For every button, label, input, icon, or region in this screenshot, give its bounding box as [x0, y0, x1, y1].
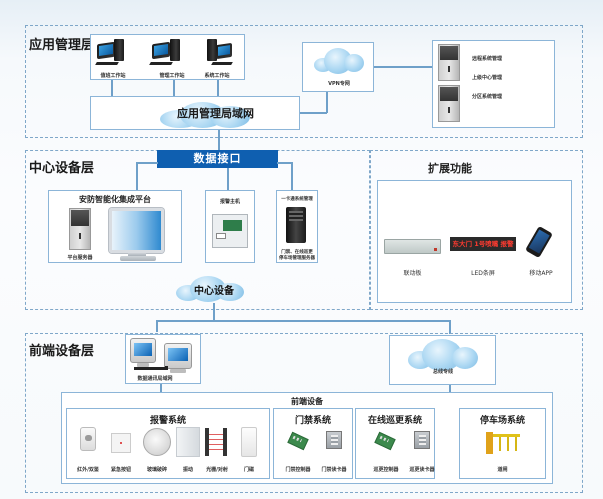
connector-line: [136, 162, 158, 164]
extension-layer: [370, 150, 583, 310]
keyboard-icon: [211, 62, 233, 65]
linkage-board-icon: [384, 239, 441, 254]
pir-sensor-icon: [80, 427, 96, 451]
card-management-title: 一卡通系统管理: [281, 197, 313, 202]
door-magnet-icon: [241, 427, 257, 457]
glass-break-icon: [143, 428, 171, 456]
alarm-device-label: 振动: [182, 467, 193, 473]
access-control-system-title: 门禁系统: [294, 416, 331, 426]
lan-cloud-icon: [160, 100, 260, 130]
card-server-icon: [286, 207, 306, 243]
connector-line: [136, 162, 138, 190]
workstation-label: 值班工作站: [100, 73, 126, 79]
computer-base: [137, 363, 149, 367]
platform-title: 安防智能化集成平台: [79, 195, 151, 204]
connector-line: [156, 320, 450, 322]
connector-line: [326, 92, 328, 113]
vpn-label: VPN专网: [328, 81, 350, 87]
extension-item-label: 联动板: [403, 270, 422, 277]
extension-item-label: LED条屏: [471, 270, 495, 277]
barrier-gate-icon: [486, 432, 520, 454]
frontend-layer-title: 前端设备层: [29, 344, 95, 359]
connector-line: [156, 320, 158, 332]
connector-line: [173, 80, 175, 96]
connector-line: [449, 385, 451, 392]
network-cable: [134, 366, 168, 370]
alarm-panel-icon: [212, 214, 248, 248]
connector-line: [213, 303, 215, 320]
extension-title: 扩展功能: [428, 162, 472, 175]
data-interface-bar[interactable]: 数据接口: [157, 150, 278, 168]
platform-server-label: 平台服务器: [67, 255, 93, 261]
bus-cloud-icon: [408, 337, 478, 373]
center-cloud-label: 中心设备: [194, 286, 234, 297]
card-reader-icon: [414, 431, 430, 449]
card-reader-icon: [326, 431, 342, 449]
frontend-layer: [25, 333, 583, 493]
connector-line: [291, 162, 293, 190]
workstation-label: 系统工作站: [204, 73, 230, 79]
remote-server-label: 远程系统管理: [472, 56, 503, 62]
alarm-system-title: 报警系统: [149, 416, 186, 426]
connector-line: [227, 168, 229, 190]
connector-line: [217, 80, 219, 96]
center-equipment-layer-title: 中心设备层: [29, 161, 95, 176]
server-icon: [438, 44, 460, 81]
computer-base: [170, 369, 186, 373]
patrol-device-label: 巡更读卡器: [409, 467, 435, 473]
card-management-desc: 停车场管理服务器: [279, 256, 315, 261]
card-management-desc: 门禁、在线巡更: [281, 250, 313, 255]
remote-server-label: 上级中心管理: [472, 75, 503, 81]
keyboard-icon: [149, 62, 173, 65]
server-icon: [438, 85, 460, 122]
alarm-device-label: 玻璃破碎: [146, 467, 167, 473]
connector-line: [111, 80, 113, 96]
alarm-device-label: 门磁: [243, 467, 254, 473]
access-device-label: 门禁读卡器: [321, 467, 347, 473]
tower-icon: [170, 39, 180, 61]
patrol-system-title: 在线巡更系统: [367, 416, 422, 426]
connector-line: [160, 384, 162, 392]
alarm-host-title: 报警主机: [219, 199, 240, 205]
extension-item-label: 移动APP: [529, 270, 553, 277]
computer-icon: [164, 343, 192, 369]
patrol-device-label: 巡更控制器: [373, 467, 399, 473]
access-device-label: 门禁控制器: [285, 467, 311, 473]
alarm-device-label: 光栅/对射: [206, 467, 228, 473]
computer-icon: [130, 338, 156, 363]
computer-icon: [97, 41, 115, 60]
bus-label: 总线专线: [432, 369, 453, 375]
alarm-device-label: 紧急按钮: [110, 467, 131, 473]
vpn-cloud-icon: [314, 46, 364, 76]
emergency-button-icon: [111, 433, 131, 453]
workstation-label: 管理工作站: [159, 73, 185, 79]
parking-device-label: 道闸: [497, 467, 508, 473]
connector-line: [449, 320, 451, 334]
beam-detector-icon: [205, 428, 227, 456]
connector-line: [218, 130, 220, 150]
connector-line: [277, 162, 292, 164]
keyboard-icon: [95, 62, 119, 65]
app-management-layer-title: 应用管理层: [29, 38, 95, 53]
alarm-device-label: 红外/双鉴: [77, 467, 99, 473]
data-lan-label: 数据通讯局域网: [137, 376, 173, 382]
monitor-stand: [128, 253, 146, 256]
center-cloud-icon: [176, 275, 246, 303]
computer-icon: [216, 42, 232, 60]
connector-line: [300, 112, 327, 114]
led-screen-icon: 东大门 1号喷嘴 报警: [450, 237, 516, 251]
connector-line: [374, 66, 432, 68]
computer-icon: [152, 41, 170, 60]
vibration-sensor-icon: [176, 427, 200, 457]
platform-server-icon: [69, 208, 91, 250]
monitor-icon: [109, 208, 164, 253]
remote-server-label: 分区系统管理: [472, 94, 503, 100]
parking-system-title: 停车场系统: [479, 416, 525, 426]
frontend-devices-title: 前端设备: [291, 397, 323, 406]
tower-icon: [114, 39, 124, 61]
app-management-layer: [25, 25, 583, 138]
lan-label: 应用管理局域网: [177, 107, 254, 120]
monitor-base: [120, 256, 156, 261]
tower-icon: [207, 39, 217, 61]
